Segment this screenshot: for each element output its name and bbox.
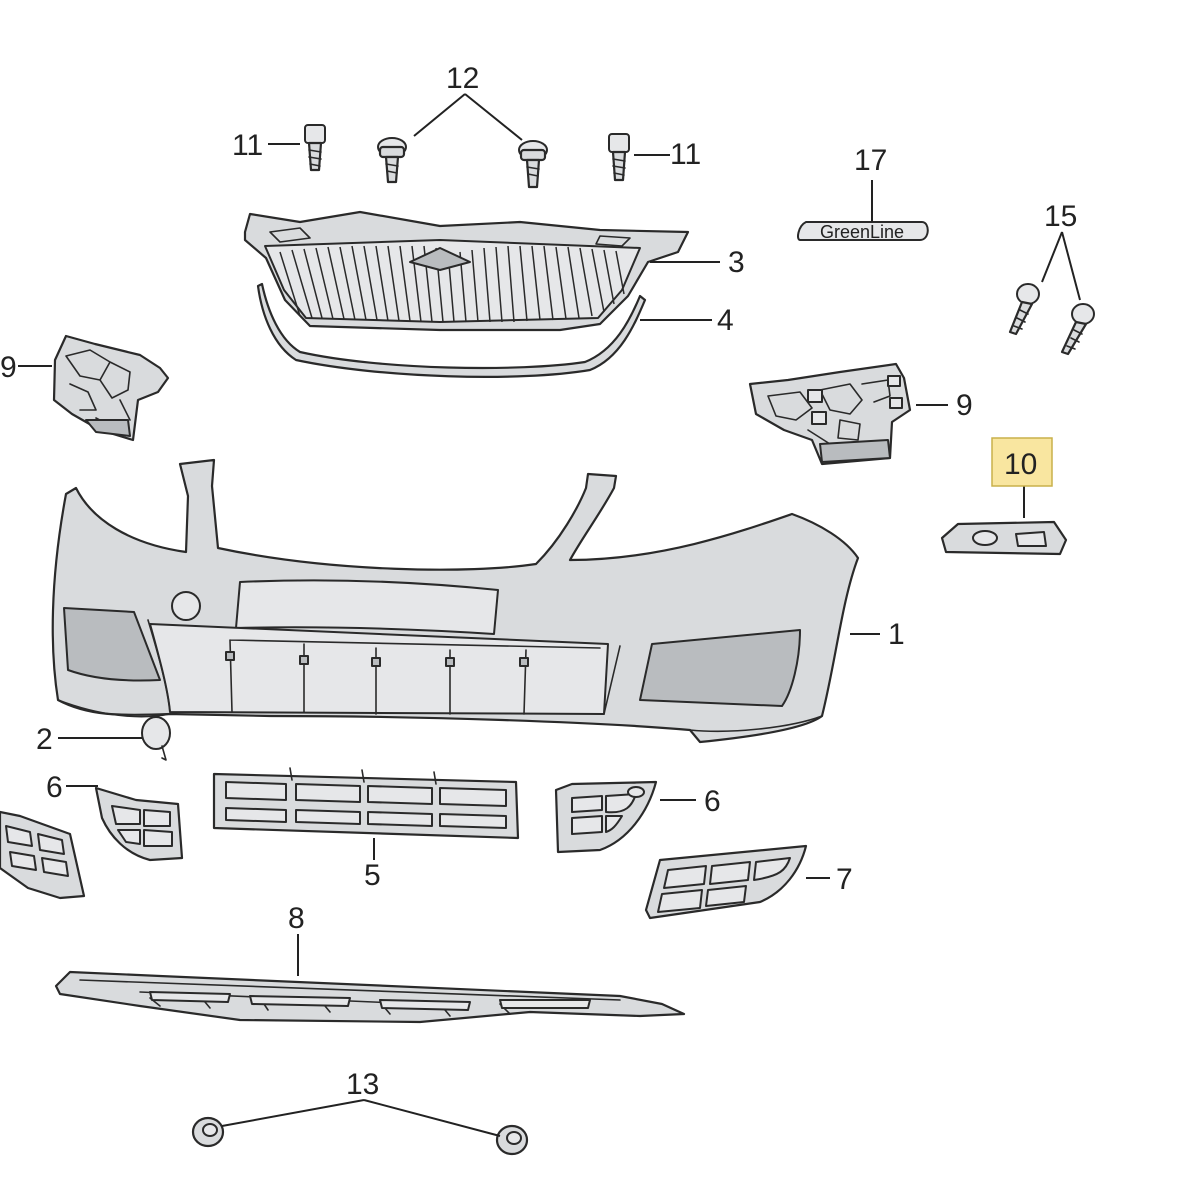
callout-9-left: 9 bbox=[0, 351, 17, 384]
callout-8: 8 bbox=[288, 902, 305, 935]
callout-3: 3 bbox=[728, 246, 745, 279]
lower-center-grille-5 bbox=[212, 767, 520, 840]
grille-bars bbox=[279, 245, 625, 323]
bumper-bracket-9-right bbox=[748, 362, 912, 466]
callout-labels: 11 11 12 17 3 4 15 9 9 10 1 2 6 6 5 7 8 … bbox=[0, 62, 1077, 1101]
screw-15-left bbox=[1008, 283, 1040, 336]
bumper-bracket-9-left bbox=[52, 334, 170, 442]
badge-text: GreenLine bbox=[820, 222, 904, 242]
leader-lines bbox=[18, 93, 1081, 1137]
callout-12: 12 bbox=[446, 62, 479, 95]
callout-6-left: 6 bbox=[46, 771, 63, 804]
callout-4: 4 bbox=[717, 304, 734, 337]
screw-11-right bbox=[608, 133, 630, 182]
callout-9-right: 9 bbox=[956, 389, 973, 422]
front-bumper-cover-1 bbox=[51, 458, 860, 744]
bracket-10 bbox=[940, 520, 1068, 556]
callout-15: 15 bbox=[1044, 200, 1077, 233]
callout-11-right: 11 bbox=[670, 138, 701, 171]
screw-11-left bbox=[304, 124, 326, 172]
screw-12-left bbox=[377, 137, 407, 184]
grille-trim-strip-4 bbox=[256, 282, 647, 378]
lower-spoiler-8 bbox=[54, 970, 686, 1024]
highlight-box-10 bbox=[991, 437, 1053, 487]
callout-11-left: 11 bbox=[232, 129, 263, 162]
callout-7: 7 bbox=[836, 863, 853, 896]
callout-13: 13 bbox=[346, 1068, 379, 1101]
callout-10: 10 bbox=[1004, 448, 1037, 481]
clip-13-right bbox=[495, 1124, 529, 1156]
screw-15-right bbox=[1060, 303, 1095, 356]
clip-13-left bbox=[191, 1116, 225, 1148]
fog-lamp-grille-7-left-partial bbox=[0, 810, 86, 900]
callout-17: 17 bbox=[854, 144, 887, 177]
radiator-grille-3 bbox=[243, 210, 690, 332]
greenline-badge-17: GreenLine bbox=[797, 221, 929, 242]
fog-lamp-grille-6-right bbox=[554, 780, 658, 854]
callout-6-right: 6 bbox=[704, 785, 721, 818]
callout-2: 2 bbox=[36, 723, 53, 756]
callout-1: 1 bbox=[888, 618, 905, 651]
fog-lamp-grille-7-right bbox=[644, 844, 808, 920]
callout-5: 5 bbox=[364, 859, 381, 892]
screw-12-right bbox=[518, 140, 548, 189]
tow-hook-cap-2 bbox=[141, 716, 171, 761]
fog-lamp-grille-6-left bbox=[94, 786, 184, 862]
